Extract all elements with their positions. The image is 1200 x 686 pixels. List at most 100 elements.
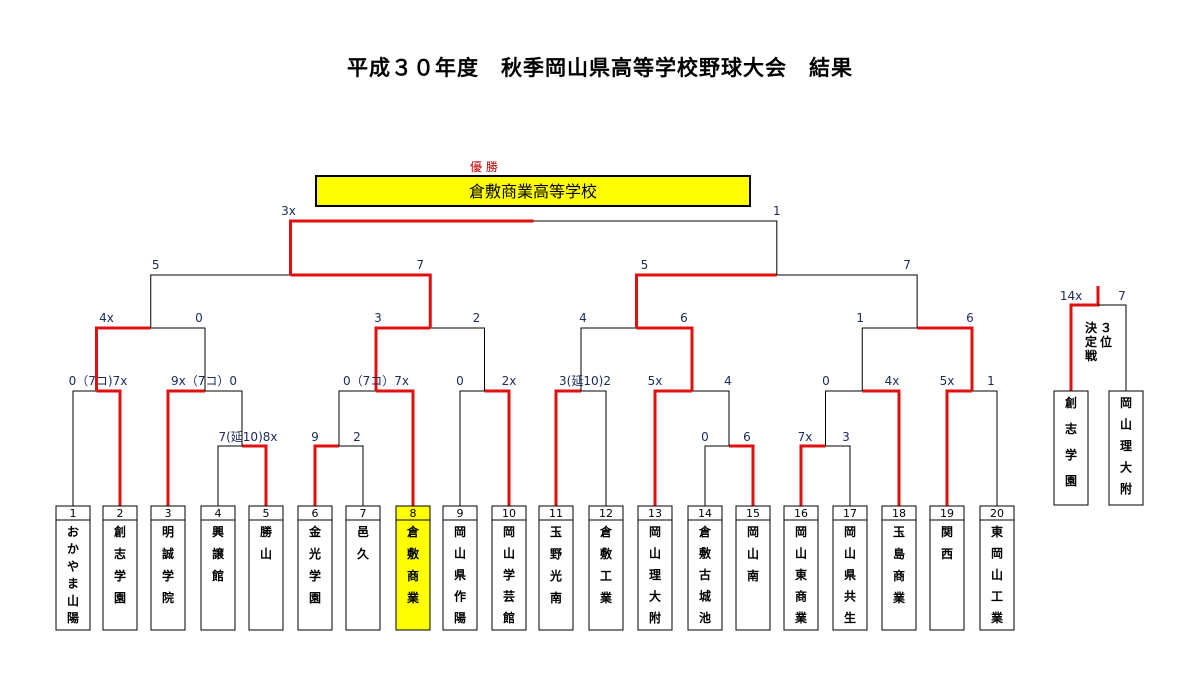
score-19: 5x <box>940 374 955 388</box>
third-label-5: 戦 <box>1085 348 1098 363</box>
score-4-5: 7(延10)8x <box>218 430 277 444</box>
team-name: 東岡山工業 <box>990 524 1004 625</box>
third-label-1: ３ <box>1100 321 1112 335</box>
score-r3a-left: 4x <box>99 311 114 325</box>
match-1617-18-right <box>862 389 901 506</box>
team-number: 5 <box>263 507 270 520</box>
match-67-8-left <box>338 390 376 446</box>
third-label-3: 決 <box>1085 320 1098 335</box>
third-team-name: 岡山理大附 <box>1120 396 1132 496</box>
match-3-45-right <box>205 390 243 446</box>
team-name: 岡山東商業 <box>794 525 808 625</box>
team-box-16 <box>783 505 819 631</box>
score-r3b-left: 3 <box>374 311 382 325</box>
team-box-18 <box>881 505 917 631</box>
score-1415: 4 <box>724 374 732 388</box>
third-team-box-1 <box>1053 390 1089 506</box>
match-r3-b-right <box>430 327 485 391</box>
team-box-1 <box>55 505 91 631</box>
match-final-right <box>533 220 778 275</box>
team-number: 20 <box>990 507 1004 520</box>
team-number: 7 <box>360 507 367 520</box>
team-number: 10 <box>502 507 516 520</box>
score-r3c-left: 4 <box>579 311 587 325</box>
match-3-45-left <box>166 389 205 506</box>
match-sf-right-left <box>635 273 777 328</box>
team-number: 13 <box>648 507 662 520</box>
team-number: 1 <box>70 507 77 520</box>
match-r3-c-left <box>580 327 637 391</box>
score-10: 2x <box>502 374 517 388</box>
match-r3-a-left <box>95 326 151 391</box>
team-number: 18 <box>892 507 906 520</box>
score-r3b-right: 2 <box>473 311 481 325</box>
score-r3c-right: 6 <box>680 311 688 325</box>
team-name: 岡山理大附 <box>649 525 661 625</box>
team-box-6 <box>297 505 333 631</box>
match-r3-d-left <box>861 327 918 391</box>
team-number: 14 <box>698 507 712 520</box>
match-r3-b-left <box>374 326 431 391</box>
match-6-7-left <box>313 444 339 506</box>
match-14-15-right <box>729 444 755 506</box>
score-16: 7x <box>798 430 813 444</box>
team-number: 19 <box>940 507 954 520</box>
team-box-12 <box>588 505 624 631</box>
team-number: 17 <box>843 507 857 520</box>
team-box-2 <box>102 505 138 631</box>
champion-label: 優 勝 <box>470 159 498 174</box>
team-box-14 <box>687 505 723 631</box>
team-number: 8 <box>410 507 417 520</box>
match-16-17-left <box>799 444 826 506</box>
team-number: 15 <box>746 507 760 520</box>
team-name: 岡山学芸館 <box>502 525 515 625</box>
score-6-left: 9 <box>311 430 319 444</box>
match-sf-right-right <box>776 274 918 328</box>
score-sf-left-right: 7 <box>416 258 424 272</box>
champion-name: 倉敷商業高等学校 <box>469 182 597 201</box>
team-box-20 <box>979 505 1015 631</box>
score-11-12: 3(延10)2 <box>559 374 611 388</box>
score-13: 5x <box>648 374 663 388</box>
team-name: 岡山県作陽 <box>454 525 466 625</box>
team-number: 6 <box>312 507 319 520</box>
score-1617: 0 <box>822 374 830 388</box>
match-r3-d-right <box>917 326 974 391</box>
third-left-score: 14x <box>1060 289 1082 303</box>
team-boxes: 1おかやま山陽2創志学園3明誠学院4興譲館5勝山6金光学園7邑久8倉敷商業9岡山… <box>55 505 1015 631</box>
team-box-7 <box>345 505 381 631</box>
match-r3-c-right <box>636 326 694 391</box>
bracket-lines <box>72 219 1127 506</box>
score-sf-right-right: 7 <box>903 258 911 272</box>
team-box-4 <box>200 505 236 631</box>
third-label-4: 定 <box>1085 334 1097 349</box>
team-box-13 <box>637 505 673 631</box>
score-r3d-right: 6 <box>966 311 974 325</box>
champion-box <box>315 175 751 207</box>
match-16-17-right <box>825 445 851 506</box>
score-r3d-left: 1 <box>856 311 864 325</box>
score-14: 0 <box>701 430 709 444</box>
team-number: 16 <box>794 507 808 520</box>
team-name: 倉敷古城池 <box>698 524 712 625</box>
team-box-17 <box>832 505 868 631</box>
match-14-15-left <box>704 445 729 506</box>
score-final-left: 3x <box>281 204 296 218</box>
match-67-8-right <box>376 389 415 506</box>
score-67-8: 0（7コ）7x <box>343 374 409 388</box>
score-15: 6 <box>743 430 751 444</box>
third-right-line <box>1098 304 1127 391</box>
team-box-10 <box>491 505 527 631</box>
score-17: 3 <box>842 430 850 444</box>
team-name: 岡山南 <box>747 525 759 583</box>
score-3-45: 9x（7コ）0 <box>171 374 237 388</box>
match-1-2-right <box>96 389 122 506</box>
match-final-left <box>289 219 534 275</box>
match-sf-left-left <box>150 274 291 328</box>
match-11-12-right <box>581 390 607 506</box>
match-sf-left-right <box>290 273 432 328</box>
score-1-2: 0（7コ)7x <box>69 374 128 388</box>
team-number: 9 <box>457 507 464 520</box>
match-4-5-right <box>242 444 268 506</box>
